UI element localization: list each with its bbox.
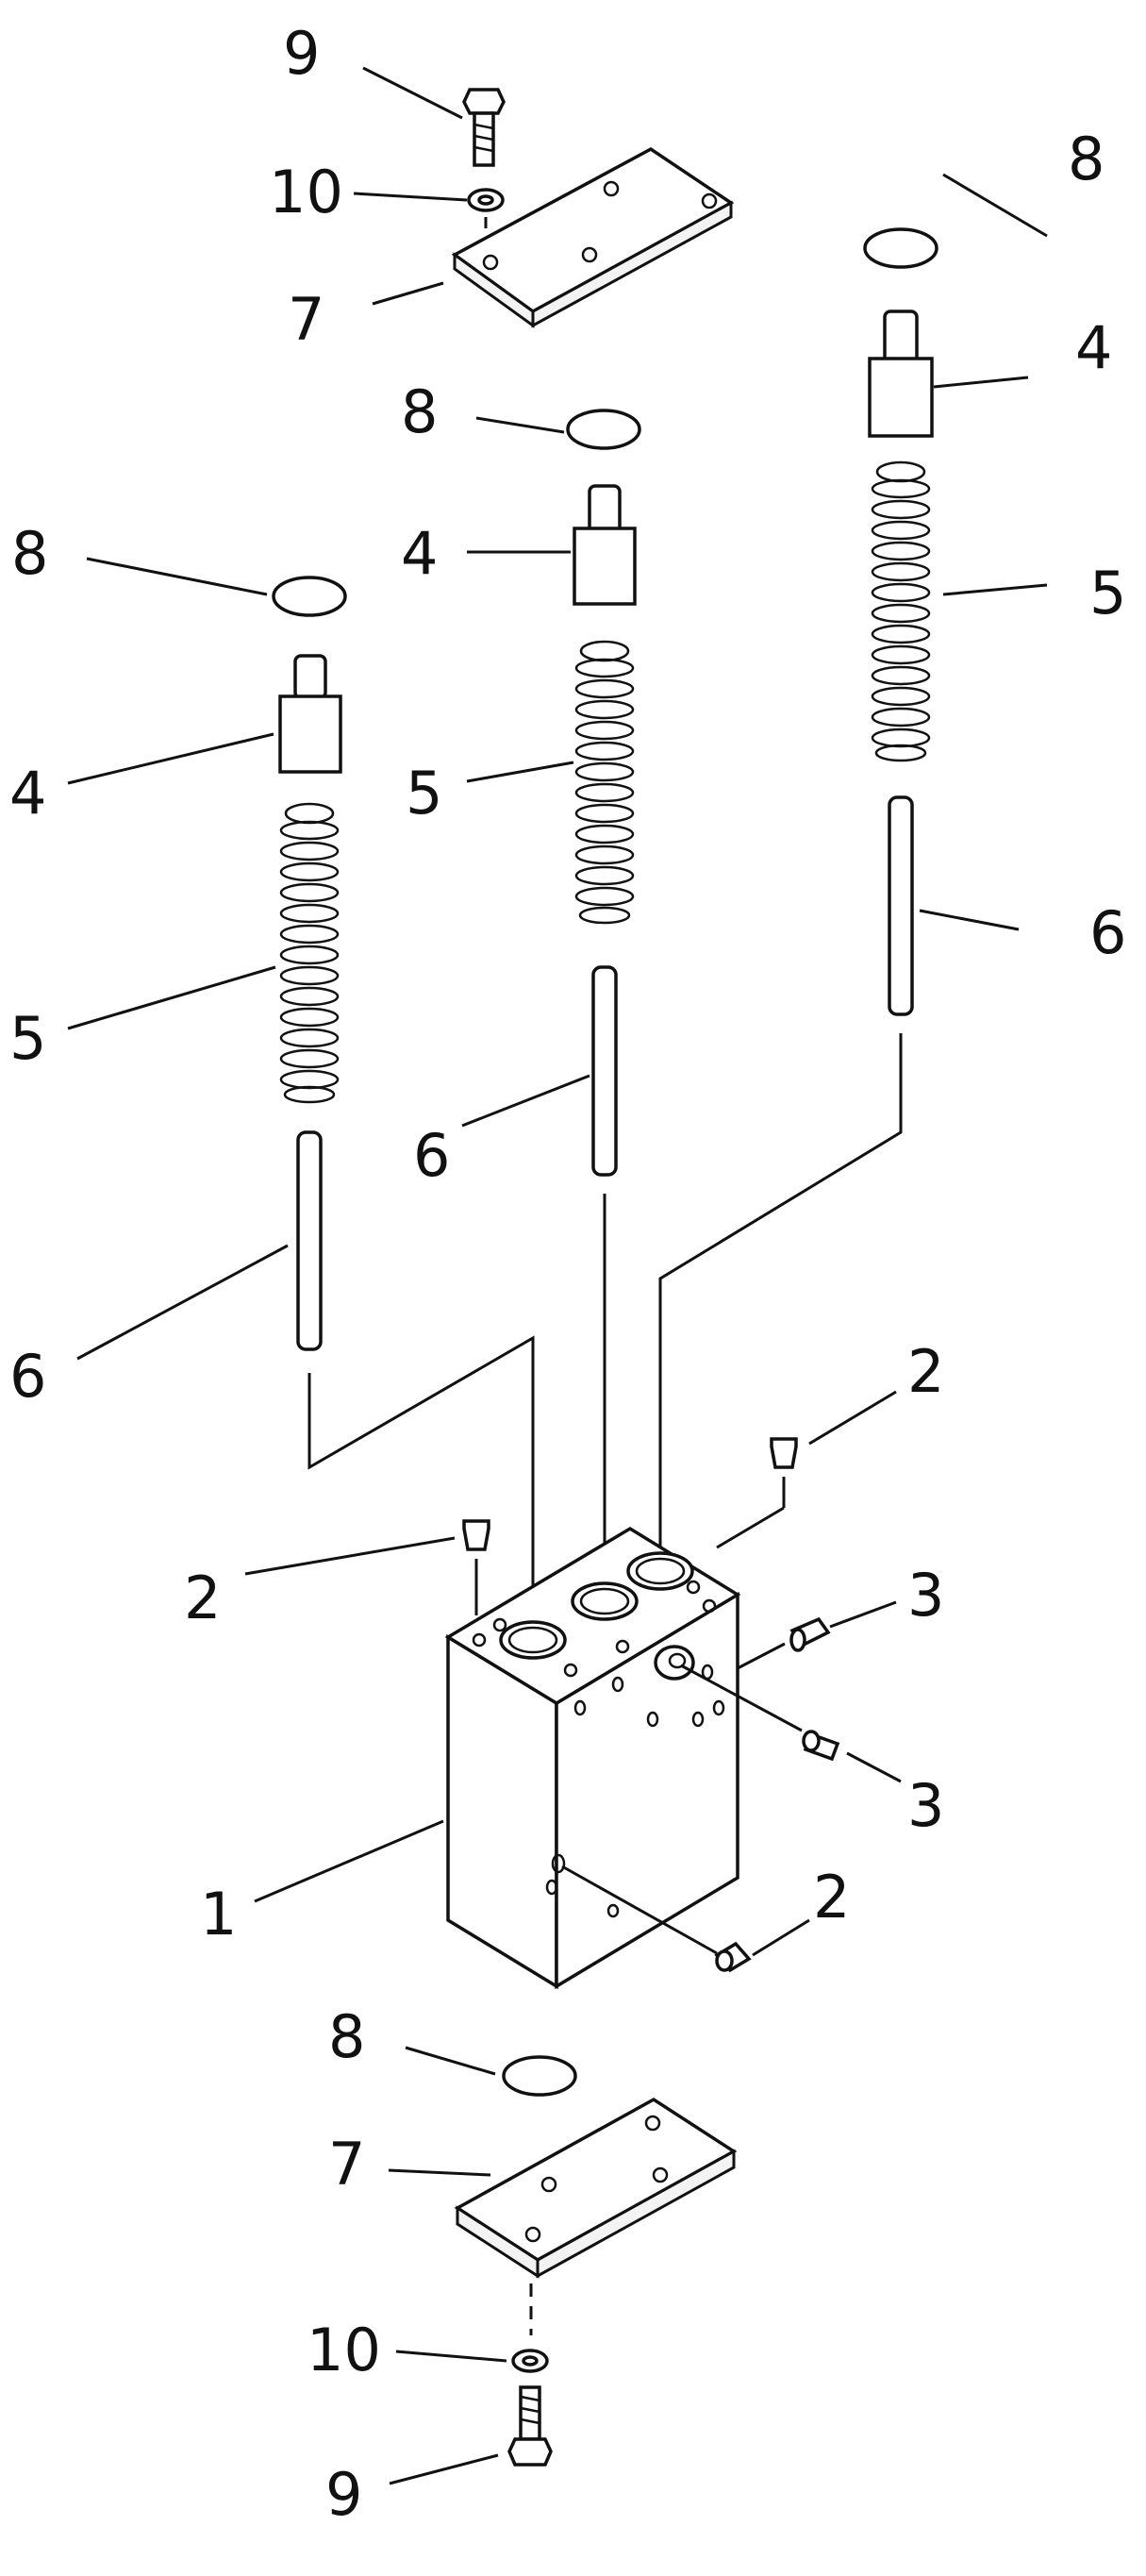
callout-4-left: 4 (9, 759, 46, 828)
callout-8-top-right: 8 (1068, 125, 1104, 193)
plug-2-upper-right (716, 1437, 798, 1549)
callout-9-bottom: 9 (325, 2460, 362, 2529)
callout-7-top: 7 (288, 285, 324, 354)
rod-left (296, 1130, 323, 1351)
piston-left (278, 654, 342, 774)
callout-2-upper-right: 2 (907, 1337, 944, 1406)
callout-3-lower: 3 (907, 1771, 944, 1840)
callout-7-bottom: 7 (328, 2130, 365, 2199)
o-ring-left (272, 576, 347, 617)
spring-right (871, 460, 931, 762)
callout-5-left: 5 (9, 1004, 46, 1073)
bolt-top (462, 88, 506, 167)
spring-center (574, 640, 635, 925)
callout-10-top: 10 (269, 158, 343, 226)
piston-center (573, 484, 637, 606)
plug-2-lower (561, 1865, 752, 1973)
callout-4-center: 4 (401, 519, 438, 588)
top-cover-assembly (451, 88, 735, 328)
bottom-cover-assembly (454, 2055, 738, 2467)
bolt-bottom (507, 2385, 553, 2467)
nipple-3-upper (737, 1616, 831, 1670)
callout-5-center: 5 (406, 759, 442, 828)
callout-10-bottom: 10 (307, 2316, 381, 2384)
callout-labels: 9 10 7 8 4 5 6 8 4 5 6 8 4 5 6 2 2 3 3 2… (9, 19, 1126, 2529)
o-ring-bottom (502, 2055, 577, 2097)
callout-6-center: 6 (413, 1121, 450, 1190)
valve-body (444, 1526, 741, 1990)
right-column-parts (658, 227, 938, 1595)
cover-plate-top (451, 146, 735, 328)
callout-2-upper-left: 2 (184, 1564, 221, 1632)
callout-8-left: 8 (11, 519, 48, 588)
callout-8-bottom: 8 (328, 2002, 365, 2071)
callout-6-right: 6 (1089, 898, 1126, 967)
cover-plate-bottom (454, 2097, 738, 2279)
left-column-parts (272, 576, 535, 1637)
rod-center (591, 965, 618, 1177)
callout-6-left: 6 (9, 1342, 46, 1411)
callout-9-top: 9 (283, 19, 320, 88)
callout-1: 1 (200, 1880, 237, 1949)
o-ring-right (863, 227, 938, 269)
spring-left (279, 802, 340, 1104)
callout-2-lower: 2 (813, 1863, 850, 1932)
center-column-parts (566, 409, 641, 1609)
rod-right (888, 795, 914, 1016)
plug-2-upper-left (462, 1519, 490, 1615)
piston-right (868, 309, 934, 438)
callout-5-right: 5 (1089, 559, 1126, 627)
leader-lines (67, 66, 1048, 2485)
nipple-3-lower (680, 1664, 840, 1762)
callout-3-upper: 3 (907, 1561, 944, 1630)
callout-4-right: 4 (1075, 313, 1112, 382)
callout-8-center: 8 (401, 377, 438, 446)
o-ring-center (566, 409, 641, 450)
